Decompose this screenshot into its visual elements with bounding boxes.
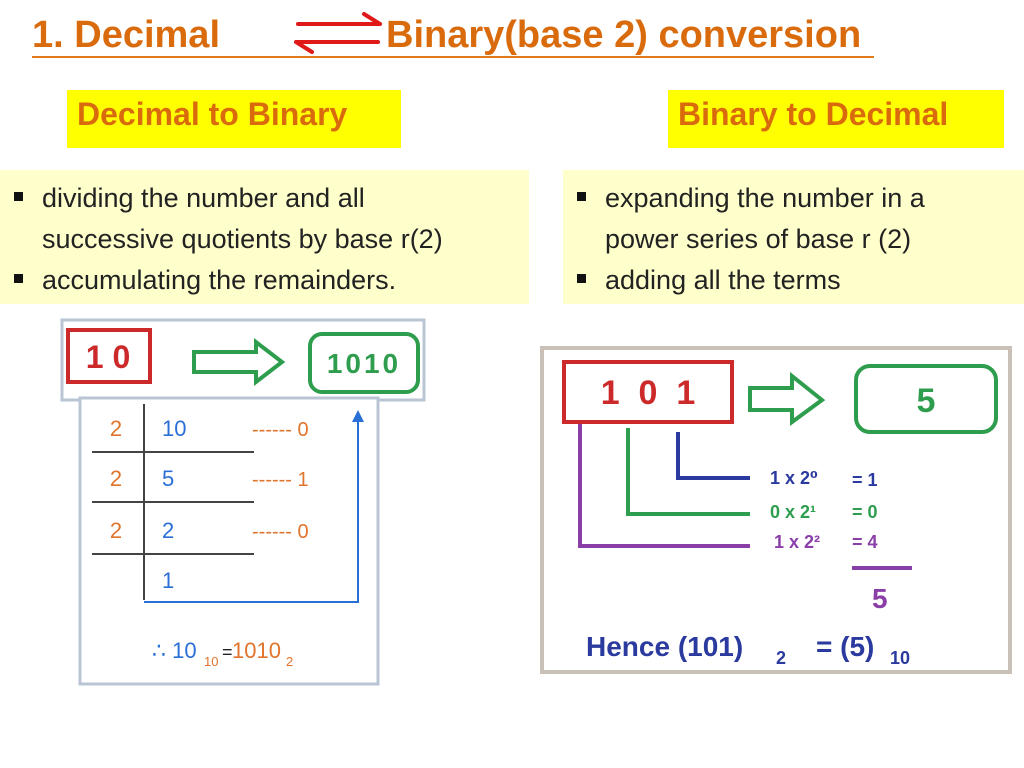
figure-body-frame [78, 396, 380, 686]
square-bullet-icon [14, 274, 23, 283]
division-method-figure: 1 0 1010 2 10 ------ 0 2 5 ------ 1 2 2 … [60, 318, 426, 686]
bullets-decimal-to-binary: dividing the number and all successive q… [0, 170, 529, 304]
square-bullet-icon [577, 192, 586, 201]
binary-input-value: 1 0 1 [601, 374, 696, 412]
result-binary: 1010 [232, 638, 281, 663]
result-base-2: 2 [286, 654, 293, 669]
connector-bit2 [578, 424, 750, 548]
hence-equals: = (5) [816, 631, 874, 662]
term-row: 1 x 2⁰ = 1 [770, 468, 878, 490]
table-row: 2 10 ------ 0 [110, 416, 309, 441]
result-base-10: 10 [204, 654, 218, 669]
number: 1 [162, 568, 174, 593]
bullet-text: accumulating the remainders. [42, 265, 397, 295]
sum-value: 5 [872, 583, 888, 614]
divisor: 2 [110, 466, 122, 491]
bullet-text: power series of base r (2) [605, 224, 912, 254]
right-arrow-icon [192, 337, 286, 387]
hence-base-10: 10 [890, 648, 910, 668]
square-bullet-icon [577, 274, 586, 283]
connector-bit0 [676, 432, 750, 480]
right-arrow-icon [748, 371, 826, 426]
hence-base-2: 2 [776, 648, 786, 668]
bullet-text: successive quotients by base r(2) [42, 224, 443, 254]
binary-output-value: 1010 [327, 348, 401, 379]
divisor: 2 [110, 518, 122, 543]
bullet-text: adding all the terms [605, 265, 841, 295]
decimal-input-value: 1 0 [86, 339, 130, 375]
bullet-item: adding all the terms [575, 260, 1012, 301]
square-bullet-icon [14, 192, 23, 201]
remainder: ------ 0 [252, 419, 309, 441]
term-value: = 4 [852, 532, 878, 552]
table-row: 2 2 ------ 0 [110, 518, 309, 543]
bullet-continuation: successive quotients by base r(2) [12, 219, 517, 260]
term-value: = 0 [852, 502, 878, 522]
bullet-continuation: power series of base r (2) [575, 219, 1012, 260]
up-arrow-icon [352, 410, 364, 422]
header-binary-to-decimal: Binary to Decimal [668, 90, 1004, 148]
table-row: 2 5 ------ 1 [110, 466, 309, 491]
binary-output-box [308, 332, 420, 394]
bullet-item: expanding the number in a [575, 178, 1012, 219]
result-prefix: ∴ 10 [152, 638, 197, 663]
term-value: = 1 [852, 470, 878, 490]
number: 5 [162, 466, 174, 491]
decimal-output-value: 5 [917, 382, 936, 420]
term: 0 x 2¹ [770, 502, 816, 522]
remainder: ------ 1 [252, 469, 309, 491]
slide-title: 1. Decimal Binary(base 2) conversion [32, 8, 874, 58]
read-upward-line [144, 414, 359, 603]
decimal-input-box [66, 328, 152, 384]
bullets-binary-to-decimal: expanding the number in a power series o… [563, 170, 1024, 304]
number: 10 [162, 416, 186, 441]
decimal-output-box [854, 364, 998, 434]
double-arrow-icon [294, 12, 382, 54]
title-right: Binary(base 2) conversion [386, 14, 862, 56]
term: 1 x 2² [774, 532, 820, 552]
connector-bit1 [626, 428, 750, 516]
term-row: 0 x 2¹ = 0 [770, 502, 878, 522]
hence-text: Hence (101) [586, 631, 743, 662]
table-row: 1 [162, 568, 174, 593]
title-left: 1. Decimal [32, 14, 220, 56]
bullet-text: expanding the number in a [605, 183, 925, 213]
term: 1 x 2⁰ [770, 468, 818, 488]
remainder: ------ 0 [252, 521, 309, 543]
header-decimal-to-binary: Decimal to Binary [67, 90, 401, 148]
result-equals: = [222, 642, 233, 662]
power-series-figure: 1 0 1 5 1 x 2⁰ = 1 0 x 2¹ = 0 1 x 2² = 4… [540, 346, 1012, 674]
bullet-item: accumulating the remainders. [12, 260, 517, 301]
number: 2 [162, 518, 174, 543]
divisor: 2 [110, 416, 122, 441]
binary-input-box [562, 360, 734, 424]
bullet-item: dividing the number and all [12, 178, 517, 219]
bullet-text: dividing the number and all [42, 183, 365, 213]
term-row: 1 x 2² = 4 [774, 532, 878, 552]
